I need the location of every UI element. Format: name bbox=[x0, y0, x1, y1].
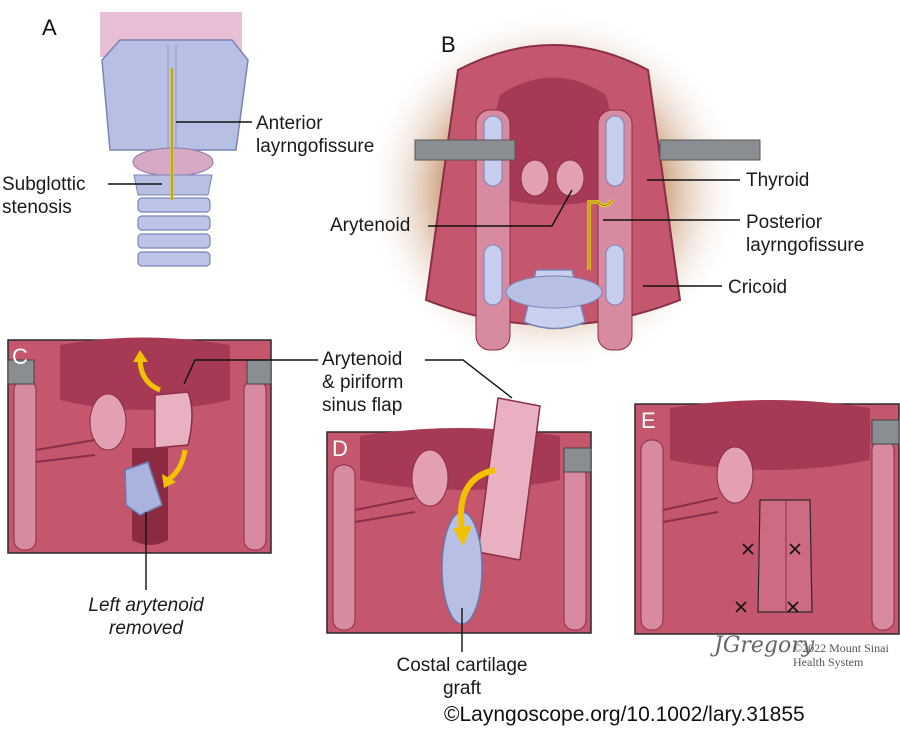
flap-label-line2: & piriform bbox=[322, 372, 404, 393]
anterior-label-line1: Anterior bbox=[256, 113, 323, 134]
anterior-label-line2: layrngofissure bbox=[256, 136, 375, 157]
artist-signature: JGregory bbox=[714, 633, 815, 658]
panel-b-letter: B bbox=[441, 32, 456, 57]
panel-a-letter: A bbox=[42, 15, 57, 40]
copyright-line2: Health System bbox=[793, 655, 864, 669]
graft-label-line2: graft bbox=[442, 678, 482, 699]
panel-d-letter: D bbox=[332, 436, 348, 461]
panel-a-larynx-drawing bbox=[100, 12, 252, 267]
panel-e-letter: E bbox=[641, 408, 656, 433]
left-arytenoid-removed-label: Left arytenoid removed bbox=[68, 594, 224, 640]
left-arytenoid-label-line2: removed bbox=[109, 618, 183, 639]
subglottic-stenosis-label: Subglottic stenosis bbox=[2, 173, 85, 219]
artist-copyright-note: ©2022 Mount Sinai Health System bbox=[793, 641, 889, 669]
flap-label-line3: sinus flap bbox=[322, 395, 403, 416]
panel-c-letter: C bbox=[12, 344, 28, 369]
anterior-laryngofissure-label: Anterior layrngofissure bbox=[256, 112, 374, 158]
subglottic-label-line1: Subglottic bbox=[2, 174, 86, 195]
arytenoid-label: Arytenoid bbox=[330, 215, 411, 236]
flap-label-line1: Arytenoid bbox=[322, 349, 403, 370]
panel-e-drawing bbox=[634, 400, 900, 635]
graft-label-line1: Costal cartilage bbox=[396, 655, 528, 676]
panel-b-opened-larynx-drawing bbox=[363, 8, 761, 372]
cricoid-label: Cricoid bbox=[728, 277, 788, 298]
posterior-label-line1: Posterior bbox=[746, 212, 823, 233]
posterior-label-line2: layrngofissure bbox=[746, 235, 865, 256]
costal-cartilage-graft-label: Costal cartilage graft bbox=[384, 654, 540, 700]
posterior-laryngofissure-label: Posterior layrngofissure bbox=[746, 211, 864, 257]
subglottic-label-line2: stenosis bbox=[2, 197, 72, 218]
copyright-line1: ©2022 Mount Sinai bbox=[793, 641, 889, 655]
arytenoid-piriform-flap-label: Arytenoid & piriform sinus flap bbox=[322, 348, 403, 417]
left-arytenoid-label-line1: Left arytenoid bbox=[88, 595, 204, 616]
source-credit: ©Layngoscope.org/10.1002/lary.31855 bbox=[444, 703, 805, 726]
thyroid-label: Thyroid bbox=[746, 170, 810, 191]
panel-d-drawing bbox=[326, 359, 592, 652]
panel-c-drawing bbox=[7, 337, 318, 590]
